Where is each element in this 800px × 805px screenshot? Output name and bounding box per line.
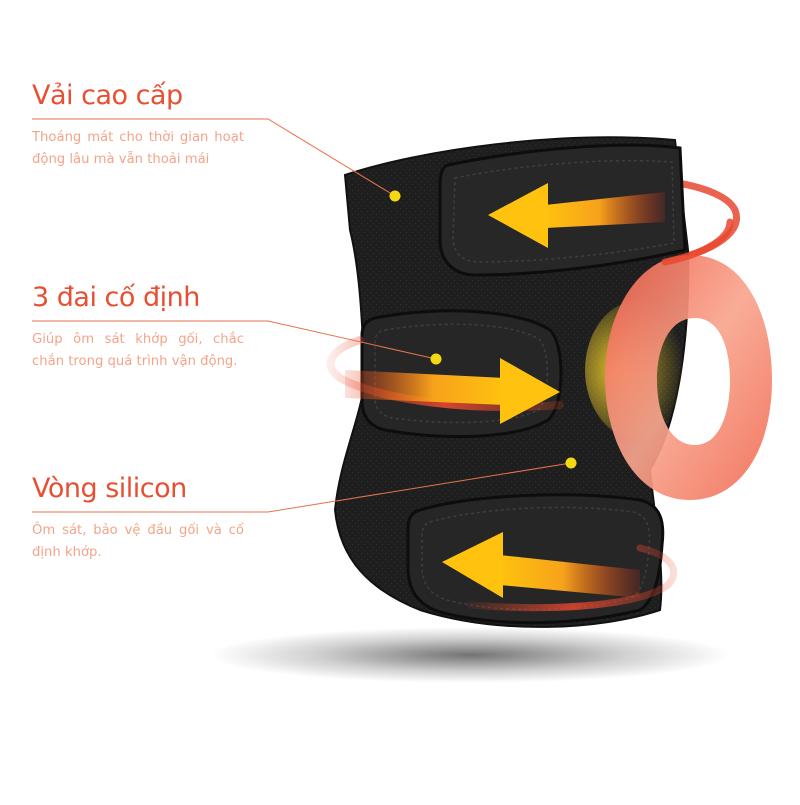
feature-description: Ôm sát, bảo vệ đầu gối và cố định khớp. — [32, 523, 244, 560]
marker-dot-silicon — [565, 457, 577, 469]
feature-title: 3 đai cố định — [32, 282, 200, 313]
swirl-ring-bottom — [466, 544, 678, 612]
arrow-left-bottom — [442, 532, 640, 598]
swirl-ring-top-front — [661, 218, 734, 266]
feature-fabric: Vải cao cấp Thoáng mát cho thời gian hoạ… — [32, 80, 244, 171]
arrow-left-top — [488, 183, 665, 248]
feature-straps: 3 đai cố định Giúp ôm sát khớp gối, chắc… — [32, 282, 244, 373]
feature-description: Giúp ôm sát khớp gối, chắc chắn trong qu… — [32, 332, 244, 369]
feature-title: Vòng silicon — [32, 473, 187, 504]
leader-line-straps — [32, 320, 437, 360]
floor-shadow — [210, 627, 730, 683]
silicon-ring — [605, 255, 772, 500]
arrow-right-middle — [345, 358, 560, 424]
feature-silicon: Vòng silicon Ôm sát, bảo vệ đầu gối và c… — [32, 473, 244, 564]
middle-strap-stitch — [374, 323, 548, 424]
top-strap-stitch — [452, 159, 675, 263]
feature-title: Vải cao cấp — [32, 80, 183, 111]
leader-line-silicon — [32, 462, 572, 513]
feature-description: Thoáng mát cho thời gian hoạt động lâu m… — [32, 130, 244, 167]
leader-line-fabric — [32, 118, 396, 197]
marker-dot-fabric — [389, 190, 401, 202]
marker-dot-straps — [430, 353, 442, 365]
bottom-strap-stitch — [421, 506, 651, 611]
